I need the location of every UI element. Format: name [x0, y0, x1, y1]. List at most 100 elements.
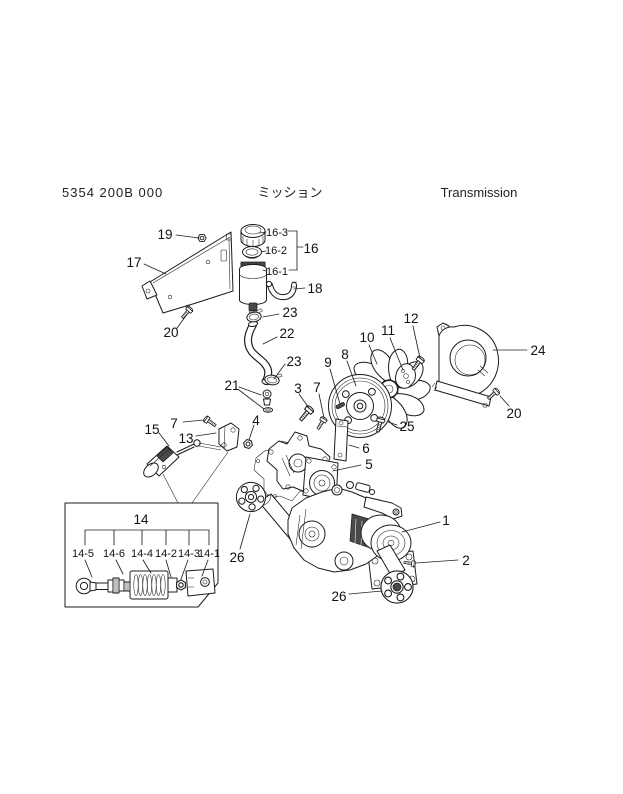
- callout-14-6-sub1: 14-6: [103, 548, 125, 575]
- part-9-stud: [335, 402, 345, 410]
- page-title-en: Transmission: [441, 185, 518, 200]
- svg-text:16: 16: [303, 241, 318, 256]
- svg-text:1: 1: [442, 513, 450, 528]
- callout-14-2-sub3: 14-2: [155, 548, 177, 578]
- svg-text:14-3: 14-3: [178, 548, 200, 560]
- callout-26-30: 26: [229, 513, 251, 565]
- part-13-bracket: [218, 422, 240, 452]
- svg-text:2: 2: [462, 553, 470, 568]
- callout-19-0: 19: [157, 227, 200, 242]
- callout-22-9: 22: [262, 326, 295, 345]
- svg-text:20: 20: [506, 406, 521, 421]
- part-7-bolt-mid: [314, 415, 329, 432]
- svg-text:8: 8: [341, 347, 349, 362]
- inset-box-part-14: [64, 451, 229, 608]
- svg-text:22: 22: [279, 326, 294, 341]
- callout-4-27: 4: [248, 413, 260, 441]
- callout-11-17: 11: [381, 323, 404, 371]
- part-6-bracket: [333, 418, 349, 462]
- callout-10-16: 10: [359, 330, 378, 365]
- part-16-2-ring: [242, 246, 262, 259]
- callout-20-7: 20: [163, 312, 189, 340]
- part-4-nut: [242, 438, 254, 450]
- callout-13-26: 13: [178, 431, 217, 446]
- callout-17-1: 17: [126, 255, 167, 275]
- svg-text:20: 20: [163, 325, 178, 340]
- callout-16-3: 16: [287, 230, 319, 271]
- callout-12-18: 12: [403, 311, 421, 359]
- callout-21-11: 21: [224, 378, 265, 410]
- svg-text:24: 24: [530, 343, 546, 358]
- callout-6-22: 6: [348, 441, 370, 456]
- page-title-ja: ミッション: [257, 185, 322, 200]
- svg-text:19: 19: [157, 227, 172, 242]
- callout-23-10: 23: [273, 354, 302, 380]
- callout-8-15: 8: [341, 347, 357, 387]
- callout-20-20: 20: [499, 395, 522, 421]
- part-18-clamp-band: [265, 280, 297, 301]
- svg-text:23: 23: [282, 305, 297, 320]
- svg-text:11: 11: [381, 323, 395, 338]
- callout-5-23: 5: [332, 457, 373, 472]
- part-16-reservoir: [239, 224, 267, 315]
- part-16-1-reservoir-body: [239, 261, 267, 315]
- part-17-bracket-plate: [141, 231, 234, 314]
- callout-14-inset: 14: [133, 512, 149, 527]
- callout-25-21: 25: [387, 419, 415, 434]
- doc-code: 5354 200B 000: [62, 185, 163, 200]
- part-3-bolt: [296, 404, 316, 424]
- callout-7-13: 7: [313, 380, 325, 419]
- svg-text:3: 3: [294, 381, 302, 396]
- svg-text:14-1: 14-1: [198, 548, 220, 560]
- svg-text:6: 6: [362, 441, 370, 456]
- callout-14-1-sub5: 14-1: [198, 548, 220, 577]
- svg-text:14-5: 14-5: [72, 548, 94, 560]
- svg-text:17: 17: [126, 255, 141, 270]
- svg-text:26: 26: [229, 550, 244, 565]
- svg-text:18: 18: [307, 281, 322, 296]
- part-7-bolt-left: [202, 414, 218, 429]
- svg-text:14: 14: [133, 512, 149, 527]
- callout-3-12: 3: [294, 381, 310, 409]
- part-14-rod-assembly: [75, 568, 216, 600]
- callout-16-2-4: 16-2: [260, 245, 287, 257]
- svg-text:14-4: 14-4: [131, 548, 153, 560]
- part-24-fan-shroud: [431, 322, 499, 408]
- part-15-control-unit: [143, 439, 201, 478]
- svg-text:23: 23: [286, 354, 301, 369]
- part-26-flange-upper: [233, 479, 269, 515]
- svg-text:16-1: 16-1: [266, 266, 288, 278]
- svg-text:4: 4: [252, 413, 260, 428]
- callout-14-manifold: [84, 529, 210, 546]
- svg-text:5: 5: [365, 457, 373, 472]
- svg-text:7: 7: [313, 380, 321, 395]
- part-16-3-cap: [240, 224, 266, 247]
- callout-15-24: 15: [144, 422, 170, 447]
- part-1-transmission-assembly: [233, 479, 418, 604]
- diagram-artwork: [64, 224, 501, 608]
- svg-text:26: 26: [331, 589, 346, 604]
- svg-text:14-6: 14-6: [103, 548, 125, 560]
- svg-text:16-2: 16-2: [265, 245, 287, 257]
- callout-26-31: 26: [331, 589, 383, 604]
- callout-24-19: 24: [492, 343, 546, 358]
- svg-text:14-2: 14-2: [155, 548, 177, 560]
- svg-text:25: 25: [399, 419, 414, 434]
- callout-14-5-sub0: 14-5: [72, 548, 94, 578]
- callout-23-8: 23: [262, 305, 298, 320]
- callout-7-25: 7: [170, 416, 205, 431]
- part-14-rod-in-place: [198, 442, 222, 451]
- svg-text:13: 13: [178, 431, 193, 446]
- callout-2-29: 2: [415, 553, 470, 568]
- svg-text:9: 9: [324, 355, 332, 370]
- svg-text:16-3: 16-3: [266, 227, 288, 239]
- svg-text:10: 10: [359, 330, 374, 345]
- callout-9-14: 9: [324, 355, 341, 405]
- svg-text:15: 15: [144, 422, 159, 437]
- part-21-fitting: [262, 389, 274, 413]
- callout-18-6: 18: [293, 281, 323, 296]
- callout-16-1-5: 16-1: [262, 266, 288, 278]
